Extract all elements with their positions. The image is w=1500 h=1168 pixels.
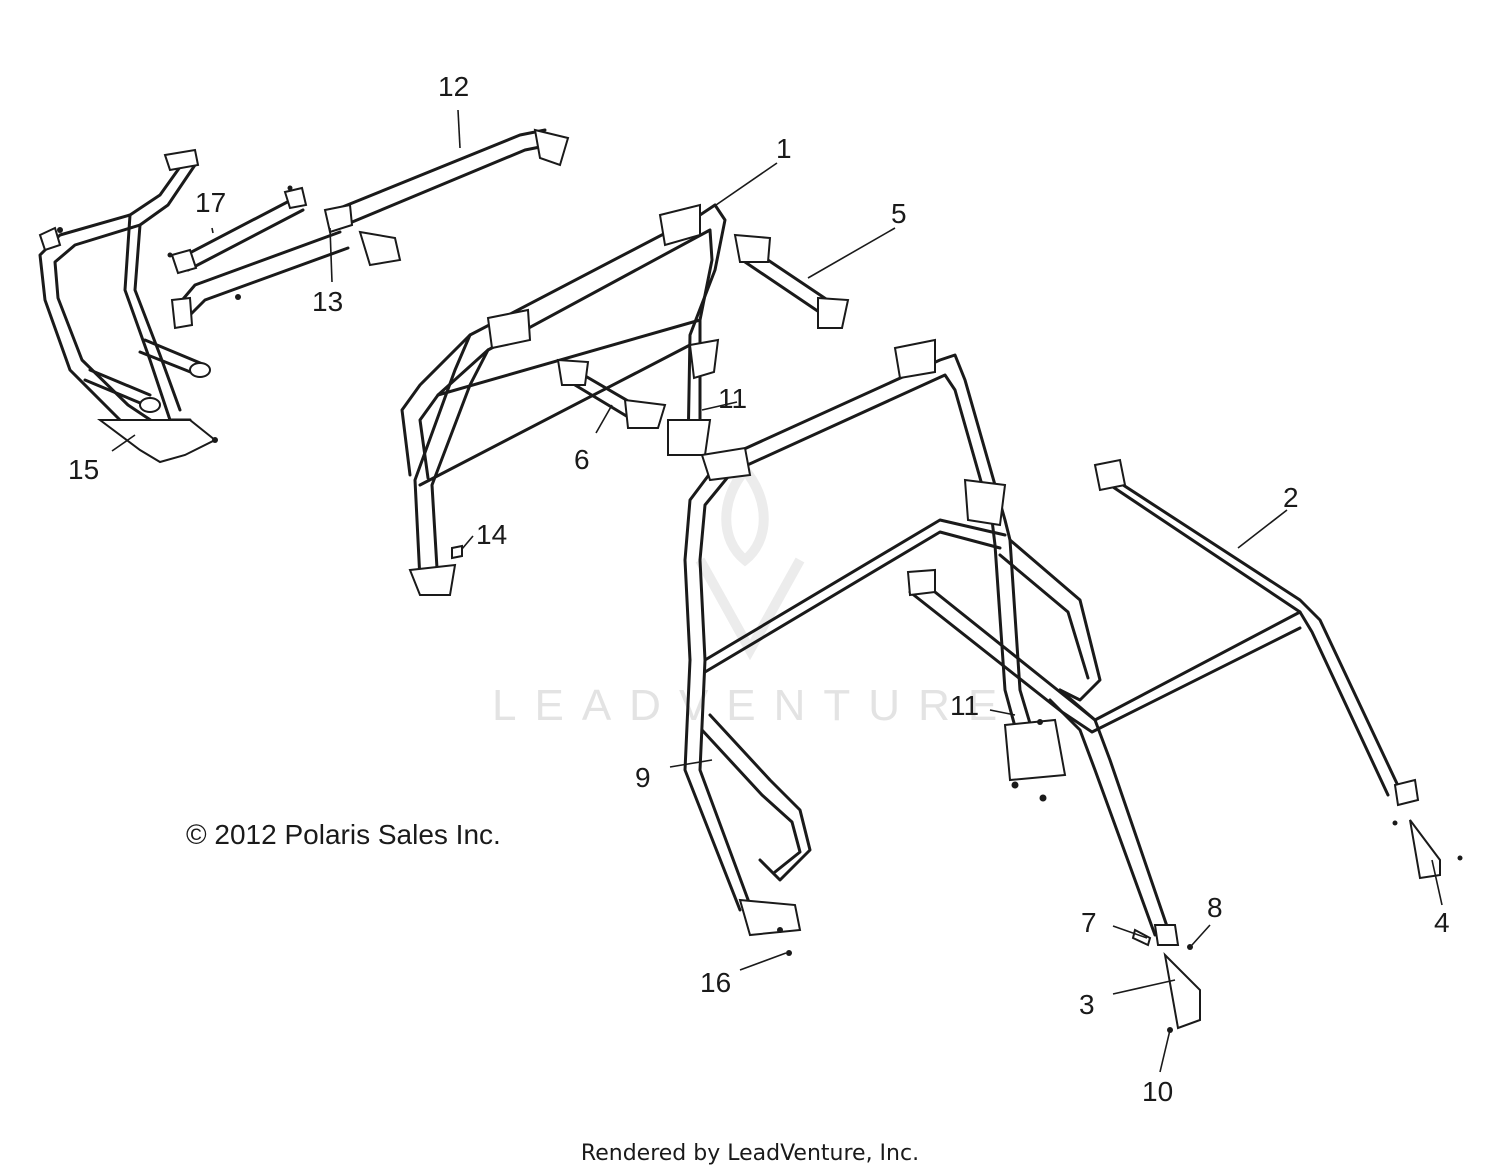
- callout-11-lower: 11: [950, 690, 979, 721]
- part-1-middle-frame: [400, 203, 727, 596]
- part-5-bracket: [733, 233, 850, 329]
- hardware-items: [451, 544, 1463, 1033]
- callout-12: 12: [438, 71, 469, 102]
- callout-3: 3: [1079, 989, 1095, 1020]
- watermark-logo: [695, 462, 805, 661]
- callout-10: 10: [1142, 1076, 1173, 1107]
- callout-5: 5: [891, 198, 907, 229]
- callout-15: 15: [68, 454, 99, 485]
- copyright-notice: © 2012 Polaris Sales Inc.: [186, 819, 501, 850]
- callout-9: 9: [635, 762, 651, 793]
- callout-labels: 1 2 3 4 5 6 7 8 9 10 11 11 12 13 14 15 1…: [68, 71, 1450, 1107]
- callout-11-upper: 11: [718, 383, 747, 414]
- callout-16: 16: [700, 967, 731, 998]
- part-13-lower-bar: [170, 230, 402, 330]
- callout-6: 6: [574, 444, 590, 475]
- part-17-strap: [167, 185, 308, 275]
- callout-17: 17: [195, 187, 226, 218]
- leader-lines: [111, 109, 1443, 1073]
- callout-13: 13: [312, 286, 343, 317]
- callout-14: 14: [476, 519, 507, 550]
- part-15-front-frame: [38, 148, 218, 464]
- callout-8: 8: [1207, 892, 1223, 923]
- part-12-upper-bar: [323, 128, 570, 234]
- callout-1: 1: [776, 133, 792, 164]
- footer-credit: Rendered by LeadVenture, Inc.: [581, 1141, 919, 1166]
- part-6-bracket: [556, 358, 667, 429]
- callout-2: 2: [1283, 482, 1299, 513]
- callout-4: 4: [1434, 907, 1450, 938]
- callout-7: 7: [1081, 907, 1097, 938]
- watermark-text: LEADVENTURE: [492, 681, 1015, 730]
